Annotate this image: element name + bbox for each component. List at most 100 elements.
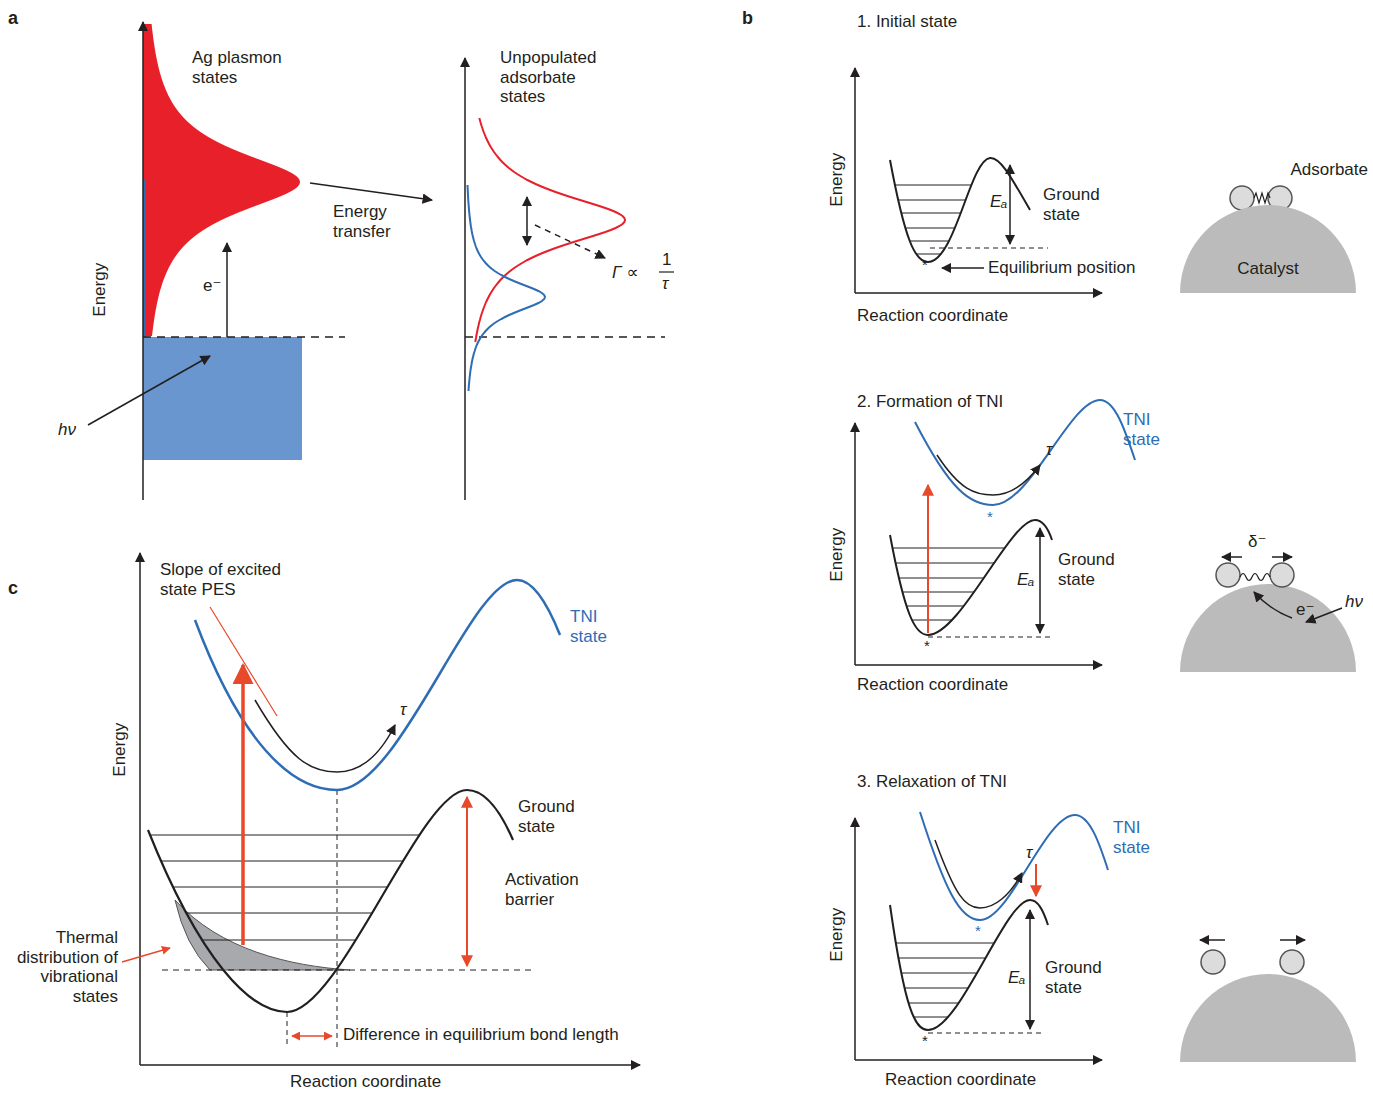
panel-b2-stroke xyxy=(927,485,929,633)
panel-b1-stroke xyxy=(854,68,856,293)
curve-label: Ground state xyxy=(1045,958,1115,997)
formula-text: 1 xyxy=(662,250,671,270)
panel-b2-stroke xyxy=(890,520,1052,635)
axis-label: Energy xyxy=(827,908,847,962)
panel-b2-stroke xyxy=(915,400,1135,505)
panel-b1-stroke xyxy=(1254,193,1270,203)
panel-b1-stroke-stroke xyxy=(880,228,1010,229)
panel-b3-stroke xyxy=(1180,974,1356,1062)
panel-a-stroke xyxy=(88,356,210,425)
panel-c-stroke xyxy=(175,900,350,970)
panel-b3-stroke-stroke xyxy=(880,958,1040,959)
curve-label: Ground state xyxy=(1058,550,1128,589)
callout-label: Activation barrier xyxy=(505,870,605,909)
panel-b2-stroke-stroke xyxy=(880,548,1040,549)
photon-label: hν xyxy=(1345,592,1363,612)
panel-b3-stroke xyxy=(854,818,856,1060)
panel-b1-stroke xyxy=(890,158,1030,262)
callout-label: Equilibrium position xyxy=(988,258,1135,278)
panel-b2-stroke xyxy=(1272,556,1292,558)
panel-a-stroke xyxy=(659,271,674,272)
electron-label: e⁻ xyxy=(203,276,221,296)
lifetime-label: τ xyxy=(1046,440,1052,460)
panel-b3 xyxy=(855,812,1356,1062)
lifetime-label: τ xyxy=(1026,843,1032,863)
curve-label: TNI state xyxy=(1113,818,1173,857)
panel-b3-stroke xyxy=(935,840,1022,908)
panel-b2-stroke xyxy=(1270,563,1294,587)
axis-label: Energy xyxy=(827,153,847,207)
panel-b3-stroke xyxy=(855,1059,1102,1061)
panel-a-stroke xyxy=(142,22,144,500)
step-title: 1. Initial state xyxy=(857,12,957,32)
panel-a-stroke xyxy=(475,118,625,342)
curve-label: TNI state xyxy=(570,607,630,646)
panel-b3-stroke xyxy=(1035,864,1037,896)
panel-b1-stroke-stroke xyxy=(880,185,1010,186)
panel-c-stroke xyxy=(466,797,468,966)
barrier-label: Eₐ xyxy=(1008,968,1025,988)
lifetime-label: τ xyxy=(400,700,406,720)
panel-b3-stroke xyxy=(1280,939,1305,941)
panel-a-stroke xyxy=(143,337,302,460)
panel-b2-stroke xyxy=(1240,574,1270,581)
panel-c-stroke xyxy=(139,553,141,1065)
panel-b3-stroke xyxy=(1029,910,1031,1029)
panel-a-stroke xyxy=(464,58,466,500)
panel-c-stroke-stroke xyxy=(150,913,470,914)
panel-c-stroke xyxy=(337,790,338,1048)
callout-label: Difference in equilibrium bond length xyxy=(343,1025,619,1045)
panel-b2-stroke xyxy=(1180,584,1356,672)
panel-c-stroke xyxy=(292,1035,332,1037)
state-label: Unpopulated adsorbate states xyxy=(500,48,620,107)
panel-b2-stroke-stroke xyxy=(880,620,1040,621)
panel-b2-stroke xyxy=(1222,556,1242,558)
panel-b2-stroke xyxy=(937,455,1040,495)
panel-b3-stroke xyxy=(890,900,1048,1030)
panel-letter: c xyxy=(8,578,18,599)
panel-c xyxy=(122,553,640,1065)
panel-b1-stroke-stroke xyxy=(880,241,1010,242)
panel-b1-stroke xyxy=(1009,165,1011,244)
panel-b3-stroke xyxy=(1200,939,1225,941)
star-mark: * xyxy=(922,1032,928,1049)
panel-b1-stroke xyxy=(855,292,1102,294)
panel-c-stroke-stroke xyxy=(150,940,470,941)
panel-b3-stroke-stroke xyxy=(880,943,1040,944)
formula-text: τ xyxy=(662,274,668,294)
panel-c-stroke xyxy=(195,580,560,790)
charge-label: δ⁻ xyxy=(1248,532,1266,552)
panel-c-stroke-stroke xyxy=(150,861,470,862)
panel-b2-stroke xyxy=(928,637,1050,638)
panel-b3-stroke xyxy=(920,812,1108,920)
star-mark: * xyxy=(922,256,928,273)
catalyst-shape xyxy=(1180,205,1356,293)
panel-c-stroke xyxy=(287,1012,288,1048)
panel-c-stroke xyxy=(255,700,395,772)
panel-b1-stroke-stroke xyxy=(880,213,1010,214)
panel-b2-stroke-stroke xyxy=(880,592,1040,593)
panel-c-stroke xyxy=(122,948,170,962)
axis-label: Reaction coordinate xyxy=(857,675,1008,695)
arrow-label: Energy transfer xyxy=(333,202,423,241)
panel-c-stroke xyxy=(241,665,245,945)
panel-a xyxy=(88,22,674,500)
panel-b1-stroke-stroke xyxy=(880,254,1010,255)
panel-b2-stroke xyxy=(1039,528,1041,633)
node-text: Catalyst xyxy=(1180,259,1356,279)
panel-b2-stroke-stroke xyxy=(880,606,1040,607)
panel-c-stroke xyxy=(210,607,277,716)
panel-b2-stroke xyxy=(1216,563,1240,587)
panel-a-stroke xyxy=(535,225,605,258)
callout-label: Thermal distribution of vibrational stat… xyxy=(6,928,118,1006)
electron-label: e⁻ xyxy=(1296,600,1314,620)
panel-b3-stroke xyxy=(880,943,1040,1017)
axis-label: Energy xyxy=(110,723,130,777)
curve-label: TNI state xyxy=(1123,410,1183,449)
axis-label: Energy xyxy=(90,263,110,317)
panel-a-stroke xyxy=(143,24,300,337)
step-title: 2. Formation of TNI xyxy=(857,392,1003,412)
formula-text: Γ ∝ xyxy=(612,263,639,283)
state-label: Ag plasmon states xyxy=(192,48,292,87)
